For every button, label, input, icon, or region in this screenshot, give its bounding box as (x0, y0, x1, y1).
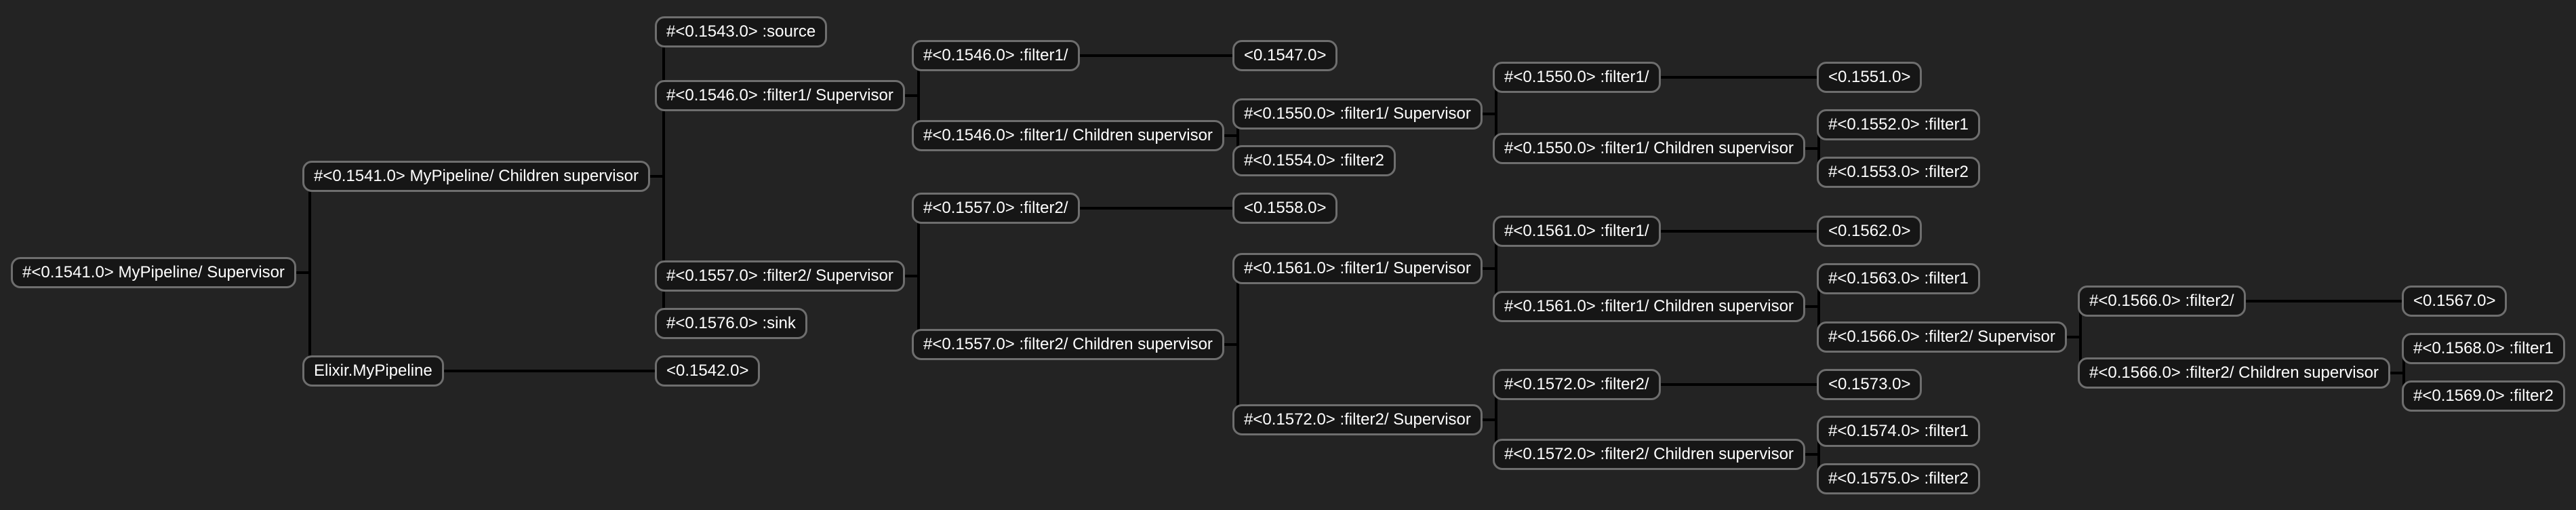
node-n1566f[interactable]: #<0.1566.0> :filter2/ (2078, 286, 2246, 317)
node-n1566c[interactable]: #<0.1566.0> :filter2/ Children superviso… (2078, 357, 2390, 389)
node-n1541c[interactable]: #<0.1541.0> MyPipeline/ Children supervi… (302, 161, 650, 192)
node-n1562[interactable]: <0.1562.0> (1817, 216, 1923, 247)
node-n1566[interactable]: #<0.1566.0> :filter2/ Supervisor (1817, 321, 2067, 353)
node-n1569[interactable]: #<0.1569.0> :filter2 (2402, 380, 2565, 412)
node-n1546f[interactable]: #<0.1546.0> :filter1/ (912, 40, 1080, 71)
node-n1574[interactable]: #<0.1574.0> :filter1 (1817, 416, 1980, 447)
node-n1563[interactable]: #<0.1563.0> :filter1 (1817, 263, 1980, 294)
node-n1573[interactable]: <0.1573.0> (1817, 369, 1923, 400)
edge-n1541c-n1576 (655, 176, 674, 325)
node-n1553[interactable]: #<0.1553.0> :filter2 (1817, 157, 1980, 188)
node-n1542[interactable]: <0.1542.0> (655, 355, 761, 387)
node-n1550c[interactable]: #<0.1550.0> :filter1/ Children superviso… (1493, 133, 1805, 164)
node-n1568[interactable]: #<0.1568.0> :filter1 (2402, 333, 2565, 364)
node-n1546[interactable]: #<0.1546.0> :filter1/ Supervisor (655, 80, 905, 111)
node-n1557[interactable]: #<0.1557.0> :filter2/ Supervisor (655, 260, 905, 292)
node-n1547[interactable]: <0.1547.0> (1232, 40, 1338, 71)
node-n1576[interactable]: #<0.1576.0> :sink (655, 308, 807, 339)
node-n1546c[interactable]: #<0.1546.0> :filter1/ Children superviso… (912, 120, 1224, 151)
node-n1572f[interactable]: #<0.1572.0> :filter2/ (1493, 369, 1661, 400)
node-n1557c[interactable]: #<0.1557.0> :filter2/ Children superviso… (912, 329, 1224, 360)
node-n1561[interactable]: #<0.1561.0> :filter1/ Supervisor (1232, 253, 1483, 284)
node-n1572[interactable]: #<0.1572.0> :filter2/ Supervisor (1232, 404, 1483, 435)
node-n1550[interactable]: #<0.1550.0> :filter1/ Supervisor (1232, 98, 1483, 130)
node-n1554[interactable]: #<0.1554.0> :filter2 (1232, 145, 1396, 176)
node-n1572c[interactable]: #<0.1572.0> :filter2/ Children superviso… (1493, 439, 1805, 470)
node-n1551[interactable]: <0.1551.0> (1817, 62, 1923, 93)
node-n1575[interactable]: #<0.1575.0> :filter2 (1817, 463, 1980, 494)
node-n1561c[interactable]: #<0.1561.0> :filter1/ Children superviso… (1493, 291, 1805, 322)
node-n1541[interactable]: #<0.1541.0> MyPipeline/ Supervisor (11, 257, 296, 288)
node-n1543[interactable]: #<0.1543.0> :source (655, 16, 828, 47)
node-nelixir[interactable]: Elixir.MyPipeline (302, 355, 444, 387)
node-n1550f[interactable]: #<0.1550.0> :filter1/ (1493, 62, 1661, 93)
node-n1561f[interactable]: #<0.1561.0> :filter1/ (1493, 216, 1661, 247)
node-n1558[interactable]: <0.1558.0> (1232, 193, 1338, 224)
node-n1557f[interactable]: #<0.1557.0> :filter2/ (912, 193, 1080, 224)
node-n1567[interactable]: <0.1567.0> (2402, 286, 2508, 317)
node-n1552[interactable]: #<0.1552.0> :filter1 (1817, 109, 1980, 140)
